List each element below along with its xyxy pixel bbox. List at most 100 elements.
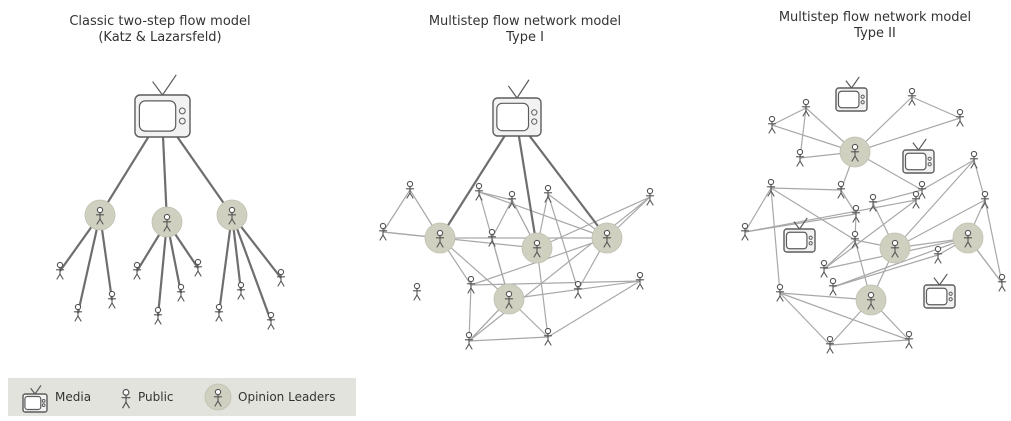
opinion-leader-node: [424, 222, 456, 254]
connection-line: [744, 199, 917, 233]
stick-figure-icon: [740, 222, 750, 241]
tv-icon: [492, 79, 542, 137]
opinion-leader-node: [216, 199, 248, 231]
panel1-title-line2: (Katz & Lazarsfeld): [98, 30, 222, 45]
connection-line: [823, 239, 856, 270]
stick-figure-icon: [73, 303, 83, 322]
opinion-leader-node: [84, 199, 116, 231]
opinion-leader-node: [151, 206, 183, 238]
connection-line: [491, 199, 513, 239]
connection-line: [515, 117, 608, 239]
panel2-title-line1: Multistep flow network model: [428, 14, 622, 29]
panel2-diagram: [378, 79, 655, 350]
stick-figure-icon: [980, 190, 990, 209]
tv-icon: [22, 385, 48, 413]
legend-icons: [22, 383, 232, 413]
connection-line: [832, 254, 939, 288]
connection-line: [771, 107, 807, 126]
stick-figure-icon: [132, 261, 142, 280]
legend-media-label: Media: [55, 390, 92, 404]
stick-figure-icon: [969, 150, 979, 169]
stick-figure-icon: [795, 148, 805, 167]
stick-figure-icon: [227, 206, 237, 225]
connection-line: [911, 96, 961, 119]
stick-figure-icon: [645, 187, 655, 206]
stick-figure-icon: [543, 327, 553, 346]
stick-figure-icon: [573, 280, 583, 299]
stick-figure-icon: [435, 229, 445, 248]
connection-line: [547, 280, 641, 338]
connection-line: [894, 159, 975, 249]
connection-line: [468, 284, 472, 342]
connection-line: [536, 196, 651, 249]
stick-figure-icon: [767, 115, 777, 134]
stick-figure-icon: [153, 306, 163, 325]
tv-icon: [783, 217, 816, 253]
panel3-title-line1: Multistep flow network model: [778, 10, 972, 25]
connection-line: [854, 117, 961, 153]
connection-line: [514, 117, 539, 249]
panel1-title: Classic two-step flow model (Katz & Laza…: [30, 14, 290, 46]
connection-line: [76, 214, 102, 314]
connection-line: [547, 193, 579, 291]
opinion-leader-node: [591, 222, 623, 254]
stick-figure-icon: [801, 98, 811, 117]
connection-line: [840, 189, 857, 215]
stick-figure-icon: [107, 290, 117, 309]
connection-line: [894, 199, 986, 249]
connection-line: [832, 237, 969, 288]
connection-line: [770, 187, 856, 241]
circled-stick-figure-icon: [204, 383, 232, 411]
panel3-diagram: [740, 76, 1007, 354]
opinion-leader-node: [879, 232, 911, 264]
stick-figure-icon: [850, 143, 860, 162]
connection-line: [984, 199, 1003, 284]
legend-public-label: Public: [138, 390, 174, 404]
opinion-leader-node: [952, 222, 984, 254]
stick-figure-icon: [474, 182, 484, 201]
tv-icon: [22, 385, 48, 413]
connection-line: [382, 189, 411, 233]
tv-icon: [902, 138, 935, 174]
stick-figure-icon: [917, 180, 927, 199]
connection-line: [779, 292, 831, 346]
stick-figure-icon: [121, 388, 131, 409]
stick-figure-icon: [766, 178, 776, 197]
stick-figure-icon: [466, 275, 476, 294]
stick-figure-icon: [836, 180, 846, 199]
stick-figure-icon: [378, 222, 388, 241]
stick-figure-icon: [507, 190, 517, 209]
stick-figure-icon: [193, 258, 203, 277]
connection-line: [156, 221, 169, 317]
connection-line: [468, 196, 651, 342]
connection-line: [744, 213, 857, 233]
stick-figure-icon: [933, 245, 943, 264]
connection-line: [779, 292, 910, 341]
connection-line: [439, 117, 517, 239]
opinion-leader-node: [839, 136, 871, 168]
stick-figure-icon: [955, 108, 965, 127]
opinion-leader-node: [493, 283, 525, 315]
stick-figure-icon: [868, 193, 878, 212]
panel3-title: Multistep flow network model Type II: [745, 10, 1005, 42]
opinion-leader-node: [521, 232, 553, 264]
stick-figure-icon: [543, 184, 553, 203]
opinion-leader-node: [855, 284, 887, 316]
stick-figure-icon: [866, 291, 876, 310]
stick-figure-icon: [819, 259, 829, 278]
opinion-leader-node: [204, 383, 232, 411]
tv-icon: [835, 76, 868, 112]
stick-figure-icon: [828, 277, 838, 296]
connection-line: [382, 231, 538, 249]
connection-line: [770, 187, 842, 191]
tv-icon: [923, 273, 956, 309]
stick-figure-icon: [825, 335, 835, 354]
panel2-title: Multistep flow network model Type I: [395, 14, 655, 46]
stick-figure-icon: [904, 330, 914, 349]
connection-line: [829, 339, 910, 346]
stick-figure-icon: [162, 213, 172, 232]
stick-figure-icon: [276, 268, 286, 287]
panel2-title-line2: Type I: [506, 30, 544, 45]
